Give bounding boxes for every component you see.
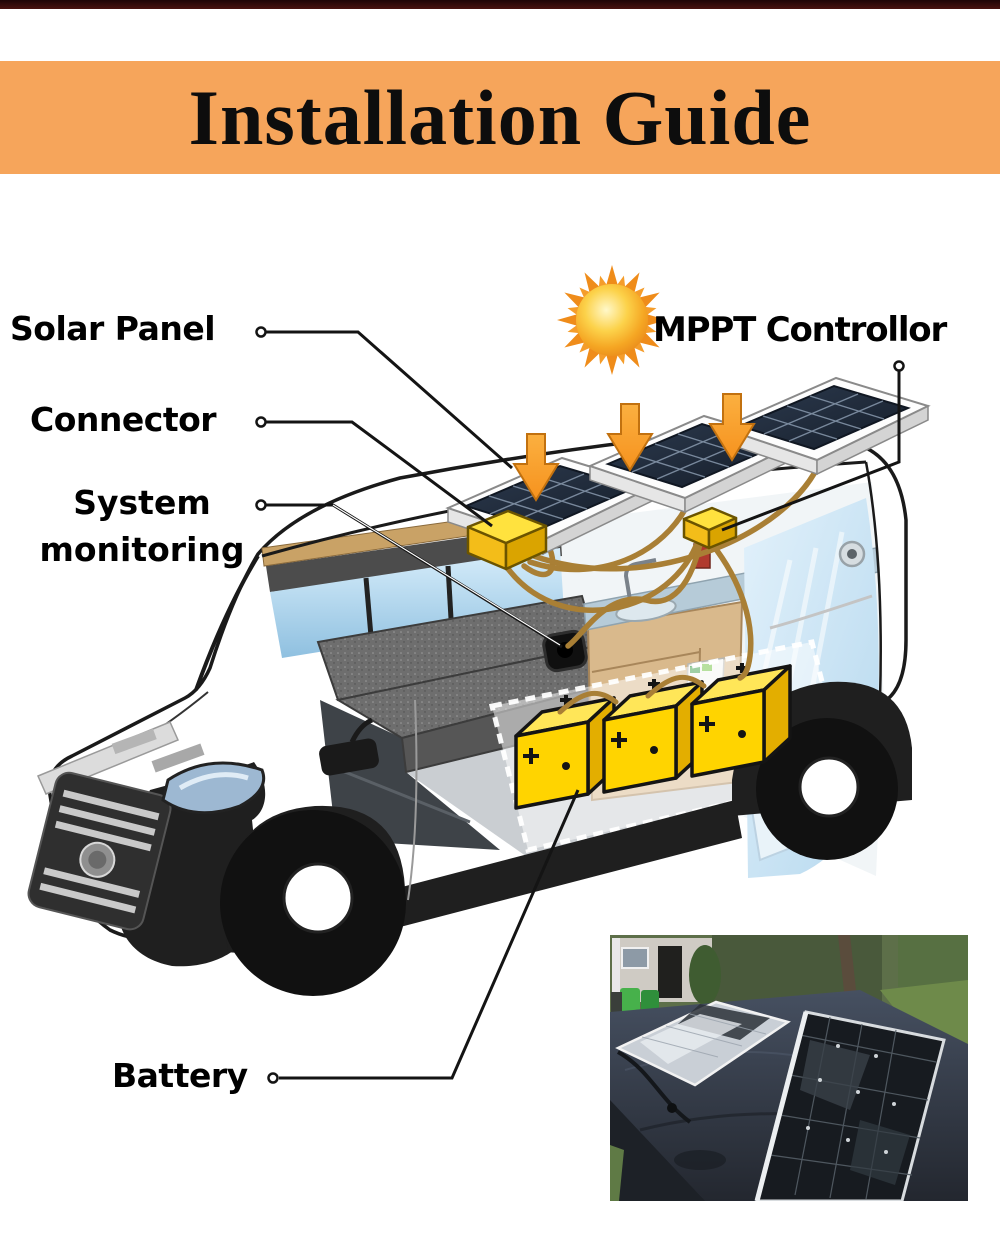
top-accent-bar xyxy=(0,0,1000,9)
connector-box xyxy=(466,509,548,571)
leader-lines xyxy=(255,326,905,1084)
label-connector: Connector xyxy=(30,400,217,439)
label-system-monitoring: System monitoring xyxy=(24,480,260,574)
battery-bank xyxy=(514,663,792,810)
label-system-monitoring-line1: System xyxy=(73,483,211,522)
front-wheel xyxy=(220,810,406,996)
front-grille xyxy=(27,771,172,931)
battery xyxy=(602,679,704,794)
roof-photo-inset xyxy=(610,935,968,1201)
headlight xyxy=(161,761,266,815)
wiring xyxy=(503,459,823,681)
label-mppt-controller: MPPT Controllor xyxy=(653,310,947,350)
battery xyxy=(690,663,792,778)
title-banner: Installation Guide xyxy=(0,61,1000,174)
battery-wires xyxy=(557,674,707,715)
label-system-monitoring-line2: monitoring xyxy=(39,529,245,569)
label-battery: Battery xyxy=(112,1056,248,1095)
side-mirror-icon xyxy=(319,717,379,776)
rear-wheel xyxy=(756,718,898,860)
page-title: Installation Guide xyxy=(188,73,812,161)
label-solar-panel: Solar Panel xyxy=(10,309,216,348)
sun-icon xyxy=(557,265,667,375)
mppt-controller-box xyxy=(682,506,738,550)
